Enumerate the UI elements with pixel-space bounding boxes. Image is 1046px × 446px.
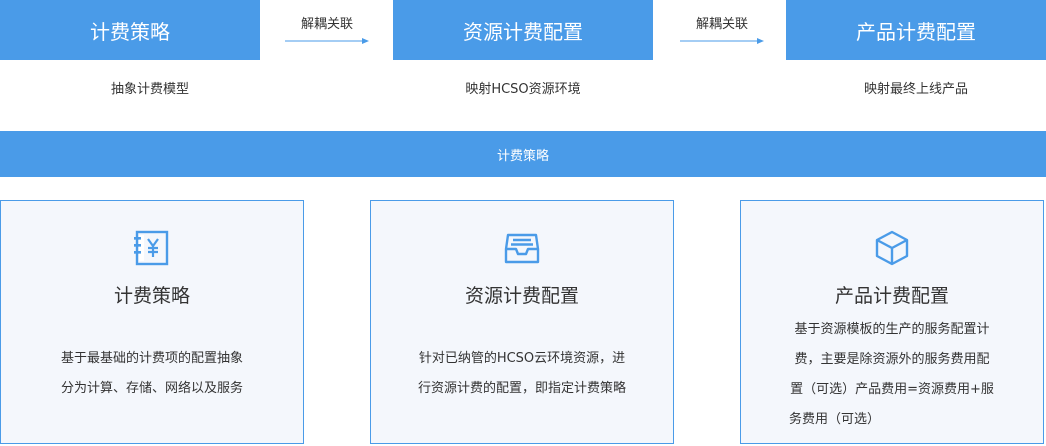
- billing-strategy-banner: 计费策略: [0, 131, 1046, 177]
- arrow-right-icon: [285, 38, 369, 44]
- card-resource-billing: 资源计费配置 针对已纳管的HCSO云环境资源，进 行资源计费的配置，即指定计费策…: [370, 200, 674, 444]
- card-desc-line: 针对已纳管的HCSO云环境资源，进: [418, 351, 626, 366]
- stage-desc: 映射HCSO资源环境: [465, 81, 581, 97]
- yen-ledger-icon: [134, 230, 169, 266]
- card-desc-line: 置（可选）产品费用=资源费用+服: [790, 382, 994, 397]
- stage-title: 资源计费配置: [463, 19, 583, 44]
- card-desc-line: 基于资源模板的生产的服务配置计: [794, 322, 990, 337]
- stage-header-product-billing: 产品计费配置: [786, 0, 1046, 60]
- decouple-link-2: 解耦关联: [670, 0, 774, 60]
- card-billing-strategy: 计费策略 基于最基础的计费项的配置抽象 分为计算、存储、网络以及服务: [0, 200, 304, 444]
- card-desc-line: 行资源计费的配置，即指定计费策略: [417, 381, 626, 396]
- stage-header-billing-strategy: 计费策略: [0, 0, 260, 60]
- arrow-right-icon: [680, 38, 764, 44]
- link-label: 解耦关联: [300, 17, 353, 32]
- banner-label: 计费策略: [496, 148, 549, 164]
- stage-desc: 映射最终上线产品: [863, 81, 968, 97]
- card-desc-line: 费，主要是除资源外的服务费用配: [794, 352, 990, 367]
- card-description: 基于最基础的计费项的配置抽象 分为计算、存储、网络以及服务: [1, 344, 303, 404]
- card-title: 计费策略: [113, 285, 190, 307]
- card-desc-line: 分为计算、存储、网络以及服务: [60, 381, 243, 396]
- card-description: 基于资源模板的生产的服务配置计 费，主要是除资源外的服务费用配 置（可选）产品费…: [741, 315, 1043, 435]
- card-title: 产品计费配置: [834, 285, 949, 307]
- card-desc-line: 务费用（可选）: [789, 412, 881, 427]
- decouple-link-1: 解耦关联: [275, 0, 379, 60]
- card-product-billing: 产品计费配置 基于资源模板的生产的服务配置计 费，主要是除资源外的服务费用配 置…: [740, 200, 1044, 444]
- link-label: 解耦关联: [695, 17, 748, 32]
- stage-title: 产品计费配置: [856, 19, 976, 44]
- stage-title: 计费策略: [90, 19, 170, 44]
- inbox-tray-icon: [504, 233, 540, 264]
- stage-desc: 抽象计费模型: [110, 81, 189, 97]
- cube-icon: [875, 230, 909, 266]
- card-description: 针对已纳管的HCSO云环境资源，进 行资源计费的配置，即指定计费策略: [371, 344, 673, 404]
- card-desc-line: 基于最基础的计费项的配置抽象: [60, 351, 243, 366]
- card-title: 资源计费配置: [464, 285, 579, 307]
- stage-header-resource-billing: 资源计费配置: [393, 0, 653, 60]
